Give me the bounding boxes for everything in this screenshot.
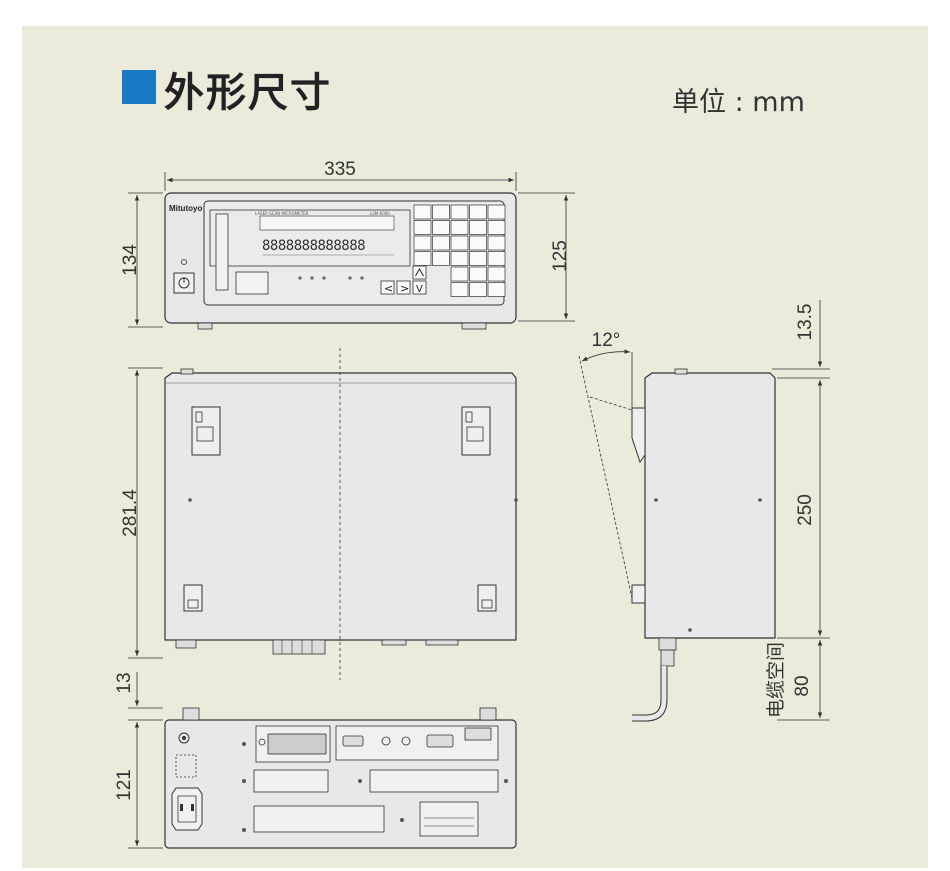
side-handle [631,407,646,464]
foot-dim: 13.5 [795,304,816,341]
rs232c-port [342,735,364,747]
bnc-port [381,736,391,746]
option-slot [464,727,492,741]
top-housing [164,372,517,641]
keypad-key[interactable] [487,266,506,282]
top-view: 281.4 [120,348,518,680]
height-dim: 134 [120,244,141,276]
indicator-led [348,276,352,280]
keypad-key[interactable] [469,282,487,297]
keypad-key[interactable] [469,220,487,235]
indicator-led [310,276,314,280]
width-dim: 335 [324,159,356,180]
keypad-key[interactable] [487,220,506,235]
up-key[interactable] [412,265,427,280]
terminal-block-top [272,639,326,655]
expansion-slot [253,805,385,833]
display-frame [209,209,411,267]
keypad-key[interactable] [432,251,450,266]
keypad-key[interactable] [469,251,487,266]
status-led-row [259,215,395,231]
cable-connector [658,637,677,651]
keypad-key[interactable] [469,266,487,282]
rear-height-dim: 121 [114,769,135,801]
title-marker-square [122,70,156,104]
fuse-holder [175,754,197,778]
keypad-key[interactable] [450,282,469,297]
display-slot [215,213,229,291]
keypad-key[interactable] [413,204,432,220]
indicator-led [322,276,326,280]
expansion-slot [369,769,499,793]
depth-dim: 281.4 [120,489,141,537]
indicator-led [298,276,302,280]
keypad-key[interactable] [450,235,469,251]
rear-view: 13 121 [114,672,517,849]
keypad-key[interactable] [487,282,506,297]
down-key[interactable] [412,280,427,295]
side-housing [644,372,776,639]
key-icon [181,259,187,265]
keypad-key[interactable] [432,204,450,220]
keypad-key[interactable] [450,251,469,266]
keypad-key[interactable] [450,266,469,282]
power-inlet [171,787,203,831]
top-handle-left [191,406,221,456]
bnc-port [401,736,411,746]
page-title: 外形尺寸 [164,70,332,116]
ground-terminal [178,732,190,744]
mode-button[interactable] [235,271,269,295]
svg-text:V: V [416,284,423,295]
angle-dim: 12° [592,330,621,351]
svg-text:>: > [400,282,409,295]
unit-label: 单位 : mm [672,87,805,118]
cable-space-dim: 80 [792,675,813,696]
model-label: LASER SCAN MICROMETER [255,211,309,216]
keypad [413,204,506,297]
model-number: LSM-6000 [370,211,390,216]
right-height-dim: 125 [550,240,571,272]
rear-top-dim: 13 [114,672,135,693]
keypad-key[interactable] [487,204,506,220]
display-digits: 8888888888888 [262,238,365,254]
keypad-key[interactable] [450,220,469,235]
right-key[interactable] [396,280,411,295]
keypad-key[interactable] [487,235,506,251]
side-height-dim: 250 [795,494,816,526]
arrow-keys: < > V [380,265,427,295]
top-handle-right [461,406,491,456]
brand-logo: Mitutoyo [169,204,202,213]
front-view: Mitutoyo LASER SCAN MICROMETER LSM-6000 … [120,159,575,330]
front-foot-right [461,322,487,330]
keypad-key[interactable] [487,251,506,266]
keypad-key[interactable] [413,251,432,266]
keypad-key[interactable] [413,235,432,251]
keypad-key[interactable] [469,204,487,220]
terminal-block [267,733,327,755]
keypad-key[interactable] [413,220,432,235]
side-view: 12° 13.5 250 80 电缆空间 [578,300,830,722]
top-latch-right [477,584,497,612]
front-foot-left [197,322,213,330]
dsub-port [426,734,454,748]
keypad-key[interactable] [432,220,450,235]
svg-text:<: < [384,282,393,295]
keypad-key[interactable] [469,235,487,251]
left-key[interactable] [380,280,395,295]
keypad-key[interactable] [450,204,469,220]
top-latch-left [183,584,203,612]
cable-space-label: 电缆空间 [765,642,787,718]
keypad-key[interactable] [432,235,450,251]
expansion-slot [253,769,329,793]
angle-arc [581,349,631,362]
indicator-led [360,276,364,280]
nameplate [419,801,479,837]
